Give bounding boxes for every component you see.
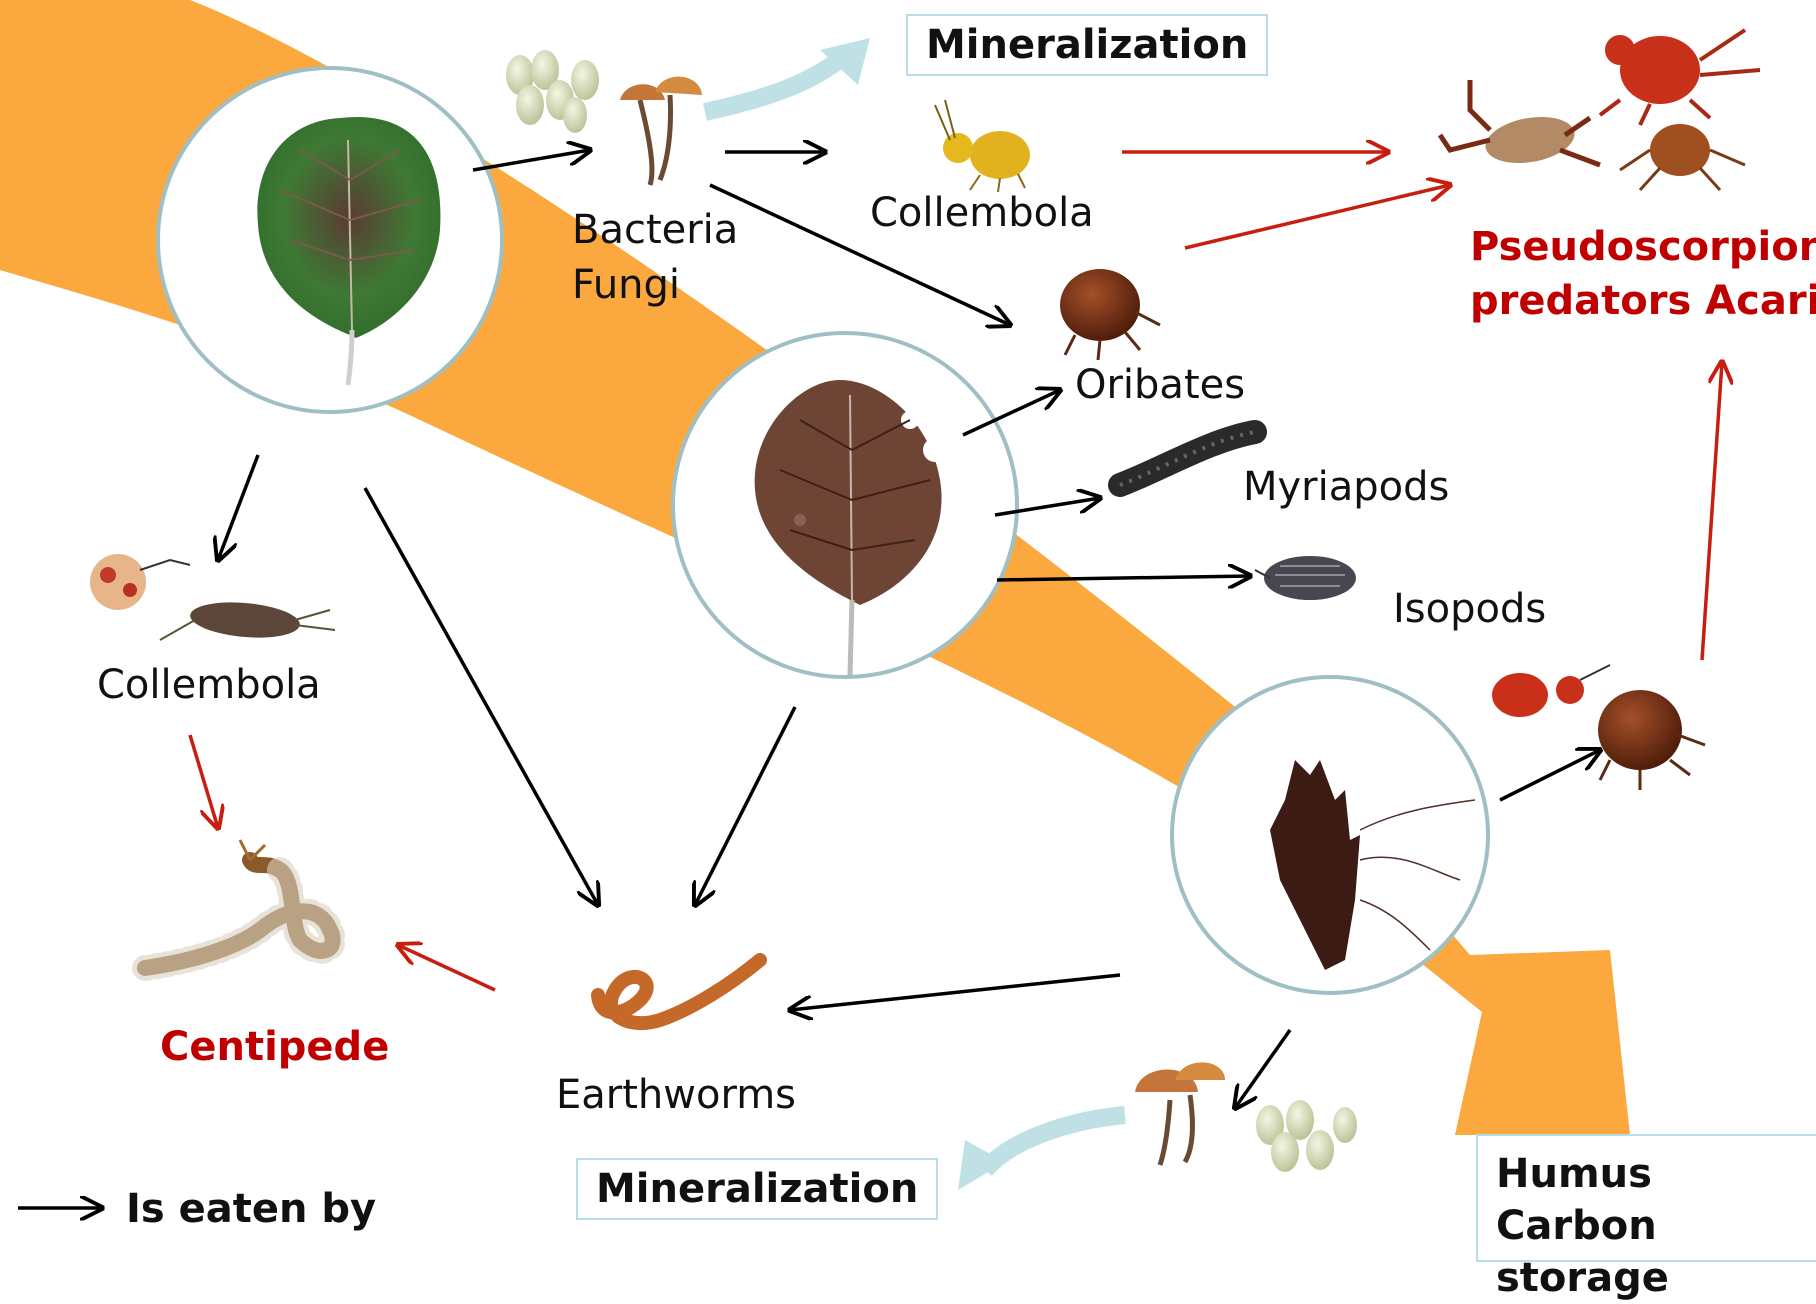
arrow-oribates-to-predators xyxy=(1185,185,1450,248)
collembola-top-label: Collembola xyxy=(870,188,1094,238)
predators-label-line1: Pseudoscorpions xyxy=(1470,222,1816,272)
mineralization-arrow-top xyxy=(705,55,845,112)
humus-label: Humus xyxy=(1496,1148,1806,1200)
arrow-humus-to-acari xyxy=(1500,750,1600,800)
legend-label: Is eaten by xyxy=(126,1184,376,1234)
collembola-left-label: Collembola xyxy=(97,660,321,710)
arrow-humus-to-earthworms xyxy=(790,975,1120,1010)
myriapods-icon xyxy=(1120,432,1255,485)
predators-acari-icon xyxy=(1440,30,1760,190)
mineralization-arrow-bottom xyxy=(985,1115,1125,1170)
carbon-storage-label: Carbon storage xyxy=(1496,1200,1806,1304)
arrow-leaf-to-collembola xyxy=(218,455,258,560)
centipede-label: Centipede xyxy=(160,1022,389,1072)
bacteria-label: Bacteria xyxy=(572,205,738,255)
bacteria-fungi-bottom-icon xyxy=(1135,1062,1357,1172)
collembola-left-icon xyxy=(90,554,335,642)
arrow-collembola-to-centipede xyxy=(190,735,218,828)
fungi-label: Fungi xyxy=(572,260,680,310)
isopods-label: Isopods xyxy=(1393,584,1546,634)
arrow-humus-to-fungi xyxy=(1235,1030,1290,1108)
humus-carbon-storage-box: Humus Carbon storage xyxy=(1476,1134,1816,1262)
centipede-icon xyxy=(145,840,333,968)
arrow-leaf-to-earthworms xyxy=(365,488,598,905)
mineralization-top-label: Mineralization xyxy=(906,14,1268,76)
isopods-icon xyxy=(1255,556,1356,600)
arrow-acari-to-predators xyxy=(1702,362,1722,660)
earthworms-label: Earthworms xyxy=(556,1070,796,1120)
mineralization-bottom-label: Mineralization xyxy=(576,1158,938,1220)
myriapods-label: Myriapods xyxy=(1243,462,1449,512)
arrow-earthworms-to-centipede xyxy=(398,945,495,990)
arrow-leaf-to-bacteria xyxy=(473,150,590,170)
bacteria-fungi-icon xyxy=(506,50,702,185)
acari-bottom-icon xyxy=(1492,665,1705,790)
predators-label-line2: predators Acari xyxy=(1470,276,1816,326)
collembola-top-icon xyxy=(935,100,1030,192)
arrow-decayed-to-earthworms xyxy=(695,707,795,905)
oribates-label: Oribates xyxy=(1075,360,1245,410)
oribates-icon xyxy=(1060,269,1160,360)
earthworm-icon xyxy=(598,960,760,1023)
